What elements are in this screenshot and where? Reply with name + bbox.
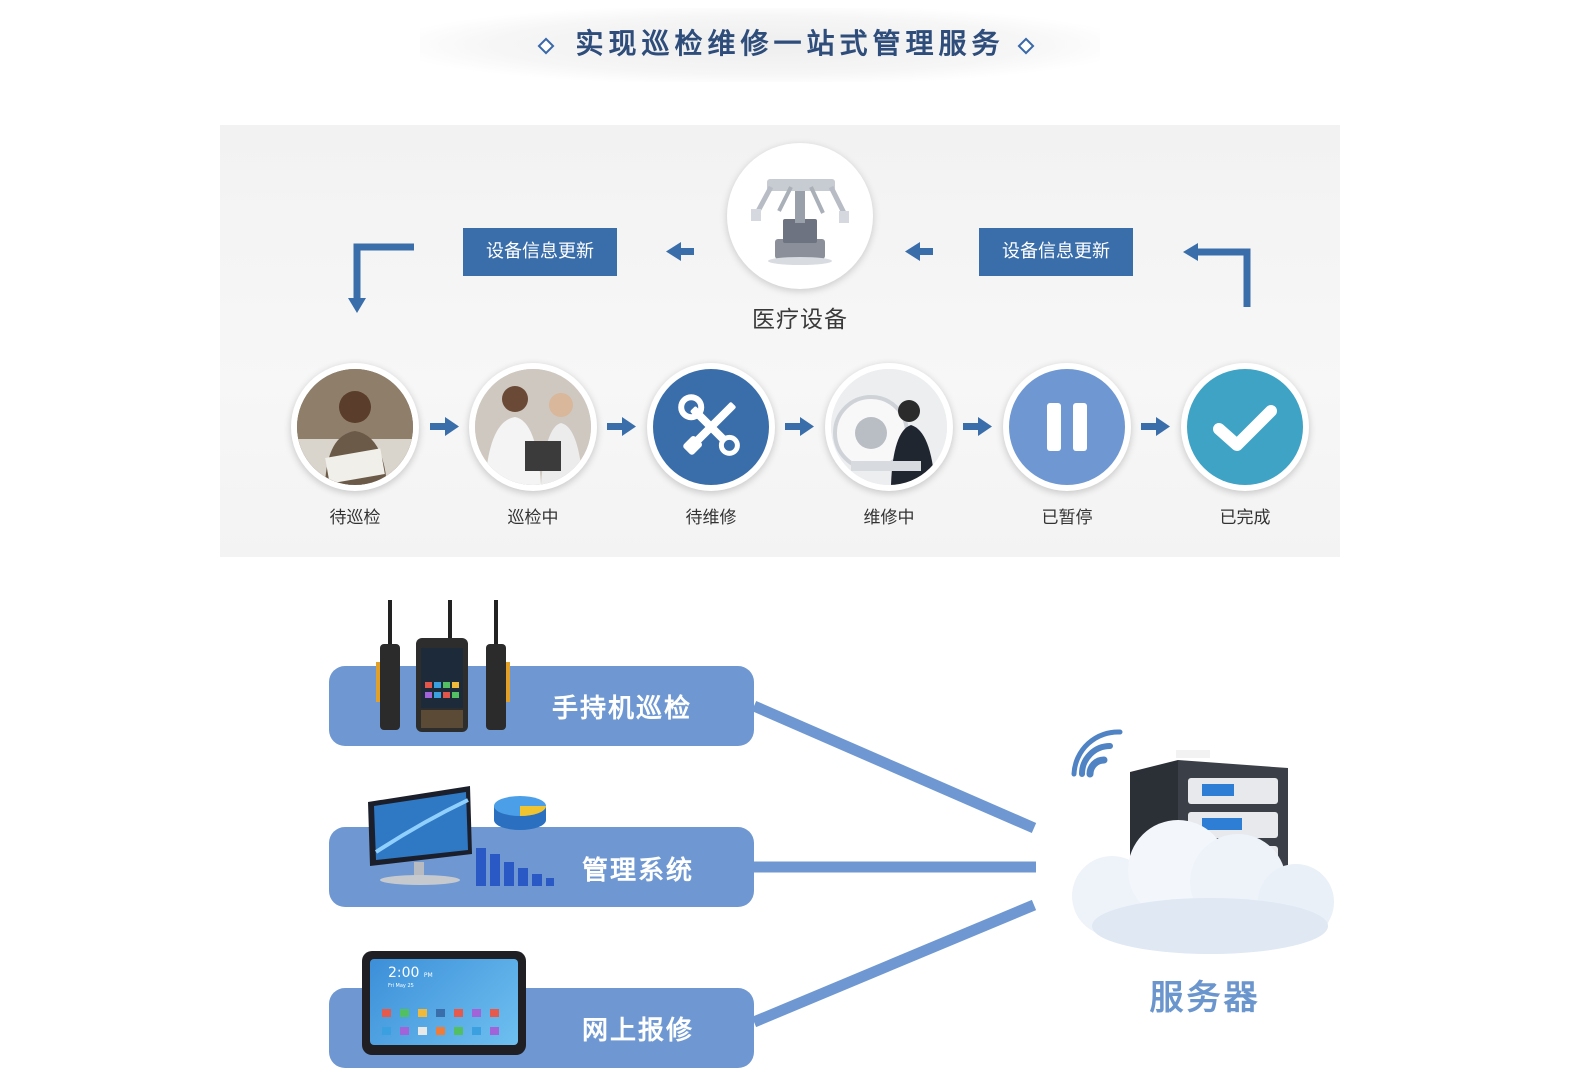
- arrow-right-icon: [430, 417, 459, 436]
- medical-device-circle: [727, 143, 873, 289]
- arrow-right-icon: [607, 417, 636, 436]
- tablet-app-icons: [382, 1009, 499, 1035]
- step-label: 维修中: [863, 508, 915, 528]
- step-completed: [1181, 363, 1309, 491]
- monitor-with-charts-icon: [368, 786, 554, 886]
- tablet-date: Fri May 25: [388, 983, 414, 989]
- arrow-left-icon: [905, 242, 933, 261]
- wifi-icon: [1071, 729, 1123, 778]
- device-info-update-right: 设备信息更新: [979, 228, 1133, 276]
- step-label: 巡检中: [507, 508, 559, 528]
- tablet-time: 2:00 PM: [388, 965, 433, 981]
- checkmark-icon: [1213, 405, 1277, 451]
- page-title: 实现巡检维修一站式管理服务: [575, 27, 1005, 60]
- corner-arrow-left-icon: [348, 243, 414, 313]
- channel-label: 手持机巡检: [552, 694, 693, 724]
- title-band: [420, 8, 1100, 82]
- step-label: 已暂停: [1041, 508, 1093, 528]
- step-label: 已完成: [1219, 508, 1271, 528]
- connection-lines: [751, 700, 1037, 1028]
- tablet-icon: 2:00 PM Fri May 25: [362, 951, 526, 1055]
- arrow-right-icon: [785, 417, 814, 436]
- channel-label: 网上报修: [582, 1016, 695, 1046]
- handheld-terminal-icon: [376, 600, 510, 732]
- person-on-phone-photo-icon: [297, 369, 413, 485]
- step-pending-repair: [647, 363, 775, 491]
- tablet-screen: 2:00 PM Fri May 25: [370, 959, 518, 1045]
- cloud-icon: [1072, 820, 1334, 954]
- medical-device-label: 医疗设备: [752, 307, 848, 333]
- step-label: 待巡检: [329, 508, 381, 528]
- technician-repairing-photo-icon: [831, 369, 947, 485]
- pause-icon: [1047, 403, 1087, 451]
- step-inspecting: [469, 363, 597, 491]
- arrow-left-icon: [666, 242, 694, 261]
- channel-label: 管理系统: [582, 856, 695, 886]
- step-label: 待维修: [685, 508, 737, 528]
- server-label: 服务器: [1149, 978, 1261, 1018]
- engineers-inspecting-photo-icon: [475, 369, 591, 485]
- device-info-update-left: 设备信息更新: [463, 228, 617, 276]
- flow-arrows: [348, 242, 1251, 436]
- arrow-right-icon: [963, 417, 992, 436]
- step-paused: [1003, 363, 1131, 491]
- surgical-robot-icon: [751, 179, 849, 265]
- step-pending-inspection: [291, 363, 419, 491]
- corner-arrow-right-icon: [1183, 243, 1251, 307]
- arrow-right-icon: [1141, 417, 1170, 436]
- wrench-screwdriver-icon: [678, 394, 740, 456]
- step-repairing: [825, 363, 953, 491]
- server-cloud-icon: [1071, 729, 1334, 954]
